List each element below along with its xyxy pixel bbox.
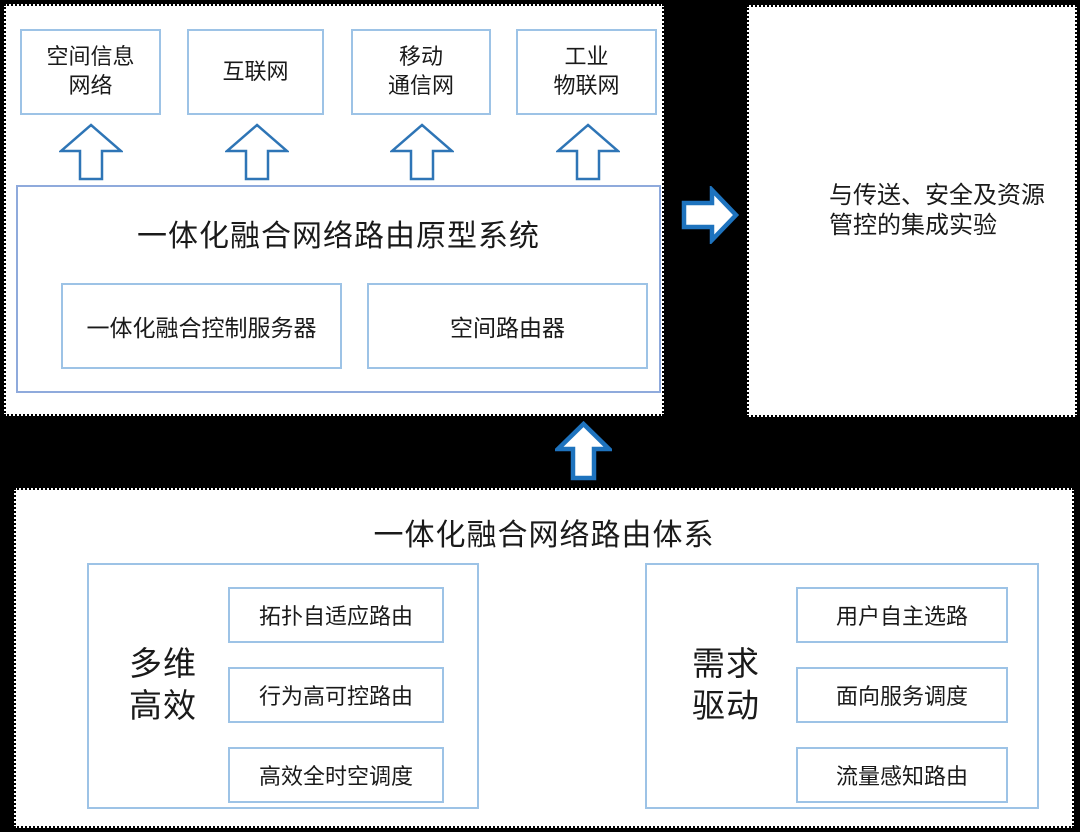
up-arrow-icon	[556, 123, 620, 181]
component-box-space-router: 空间路由器	[367, 283, 648, 369]
up-arrow-icon	[555, 421, 612, 481]
feature-box-topology-adaptive-routing: 拓扑自适应路由	[228, 587, 444, 643]
network-box-mobile: 移动 通信网	[351, 29, 491, 115]
architecture-title: 一体化融合网络路由体系	[373, 519, 715, 552]
component-box-control-server: 一体化融合控制服务器	[61, 283, 342, 369]
group-box-multidim-efficient: 多维 高效 拓扑自适应路由 行为高可控路由 高效全时空调度	[87, 563, 479, 809]
network-box-label: 工业 物联网	[553, 44, 620, 98]
prototype-system-box: 一体化融合网络路由原型系统 一体化融合控制服务器 空间路由器	[16, 185, 661, 393]
feature-label: 拓扑自适应路由	[258, 604, 413, 629]
feature-box-service-oriented-scheduling: 面向服务调度	[796, 667, 1008, 723]
prototype-panel: 空间信息 网络 互联网 移动 通信网 工业 物联网 一体化融合网络路由原型系统 …	[4, 4, 664, 416]
network-box-internet: 互联网	[187, 29, 324, 115]
network-box-space-info: 空间信息 网络	[20, 29, 161, 115]
component-label: 一体化融合控制服务器	[86, 316, 317, 341]
feature-box-traffic-aware-routing: 流量感知路由	[796, 747, 1008, 803]
feature-label: 流量感知路由	[835, 764, 968, 789]
prototype-system-title: 一体化融合网络路由原型系统	[137, 220, 540, 253]
experiment-label: 与传送、安全及资源 管控的集成实验	[829, 183, 1045, 239]
component-label: 空间路由器	[450, 316, 565, 341]
network-box-label: 空间信息 网络	[46, 44, 135, 98]
feature-box-user-selected-path: 用户自主选路	[796, 587, 1008, 643]
group-label: 多维 高效	[129, 646, 197, 725]
feature-box-efficient-spacetime-scheduling: 高效全时空调度	[228, 747, 444, 803]
network-box-label: 移动 通信网	[387, 44, 454, 98]
network-box-iiot: 工业 物联网	[516, 29, 657, 115]
architecture-panel: 一体化融合网络路由体系 多维 高效 拓扑自适应路由 行为高可控路由 高效全时空调…	[14, 488, 1074, 828]
network-box-label: 互联网	[222, 58, 289, 84]
right-arrow-icon	[681, 186, 739, 244]
up-arrow-icon	[59, 123, 123, 181]
feature-box-behavior-controllable-routing: 行为高可控路由	[228, 667, 444, 723]
experiment-panel: 与传送、安全及资源 管控的集成实验	[747, 5, 1077, 417]
group-box-demand-driven: 需求 驱动 用户自主选路 面向服务调度 流量感知路由	[645, 563, 1039, 809]
feature-label: 用户自主选路	[835, 604, 968, 629]
feature-label: 面向服务调度	[835, 684, 968, 709]
group-label: 需求 驱动	[692, 646, 760, 725]
up-arrow-icon	[390, 123, 454, 181]
feature-label: 高效全时空调度	[258, 764, 413, 789]
up-arrow-icon	[225, 123, 289, 181]
feature-label: 行为高可控路由	[258, 684, 413, 709]
